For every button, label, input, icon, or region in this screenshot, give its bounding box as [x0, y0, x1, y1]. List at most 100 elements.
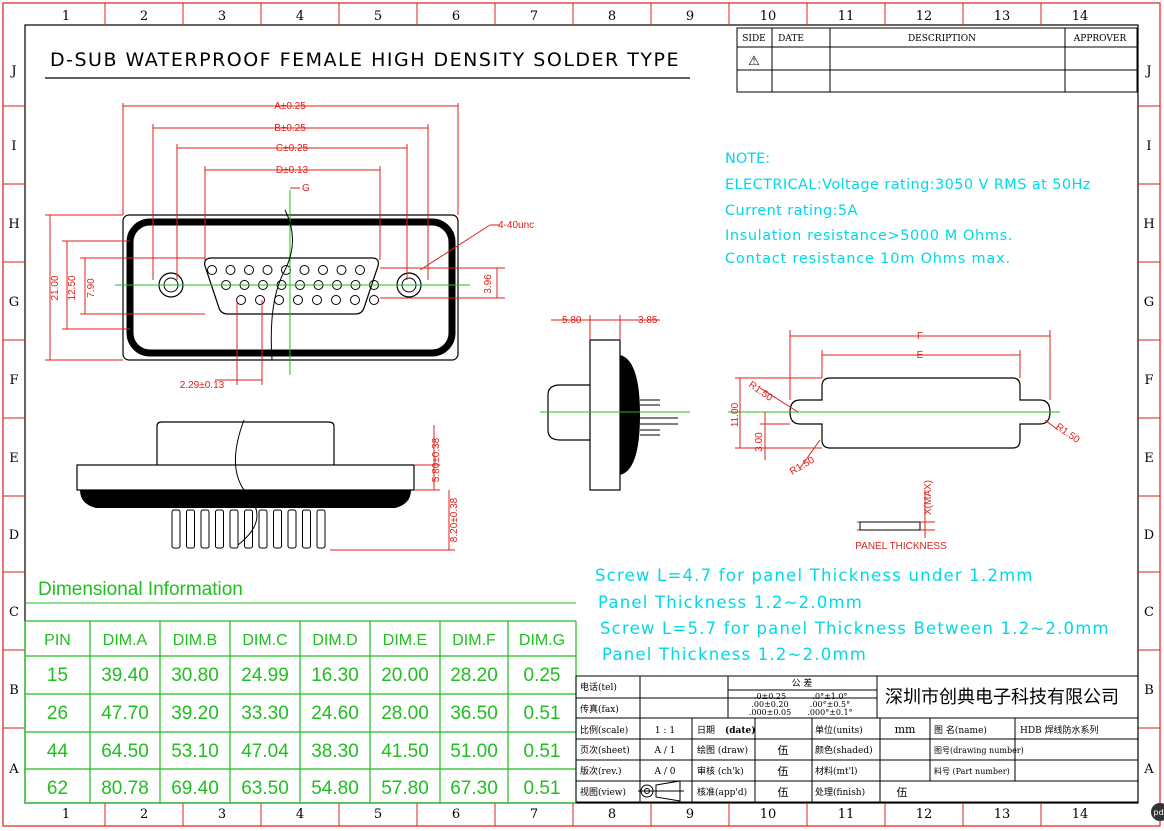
- table-cell: 47.70: [101, 703, 149, 724]
- front-view: [115, 190, 470, 375]
- contact-pin: [207, 265, 217, 275]
- dim-xmax: X(MAX): [923, 480, 934, 515]
- svg-text:C: C: [1144, 605, 1154, 620]
- svg-text:J: J: [9, 64, 16, 79]
- svg-text:D: D: [9, 528, 19, 543]
- contact-pin: [331, 295, 341, 305]
- dim-b: B±0.25: [274, 123, 306, 134]
- svg-text:4: 4: [296, 807, 304, 822]
- dim-3: 3.00: [754, 432, 765, 452]
- svg-text:14: 14: [1072, 9, 1089, 24]
- svg-text:比例(scale): 比例(scale): [580, 724, 628, 736]
- contact-pin: [318, 265, 328, 275]
- dim-r3: R1.50: [788, 455, 817, 478]
- table-header: DIM.G: [519, 632, 565, 649]
- svg-text:HDB 焊线防水系列: HDB 焊线防水系列: [1020, 724, 1099, 736]
- svg-text:Contact resistance 10m Ohms ma: Contact resistance 10m Ohms max.: [725, 251, 1011, 267]
- svg-text:伍: 伍: [897, 786, 908, 799]
- solder-leg: [244, 509, 253, 549]
- row-labels: JI HG FE DC BA JI HG FE DC BA: [8, 64, 1154, 777]
- table-cell: 67.30: [450, 778, 498, 799]
- warning-icon: ⚠: [748, 54, 760, 69]
- table-cell: 39.40: [101, 665, 149, 686]
- contact-pin: [369, 295, 379, 305]
- svg-text:.000±0.05: .000±0.05: [749, 708, 791, 717]
- svg-text:7: 7: [530, 807, 538, 822]
- contact-pin: [262, 265, 273, 275]
- svg-text:6: 6: [452, 807, 460, 822]
- svg-text:G: G: [1144, 295, 1154, 310]
- svg-text:14: 14: [1072, 807, 1089, 822]
- contact-pin: [355, 265, 365, 275]
- panel-cutout: [728, 377, 1060, 449]
- dim-d: D±0.13: [276, 165, 309, 176]
- projection-symbol-icon: [638, 780, 684, 802]
- svg-text:页次(sheet): 页次(sheet): [580, 744, 630, 756]
- inner-frame: [24, 24, 1139, 804]
- table-cell: 69.40: [171, 778, 219, 799]
- svg-text:.0°±1.0°: .0°±1.0°: [812, 692, 847, 701]
- dim-3-85: 3.85: [638, 315, 658, 326]
- svg-text:A / 1: A / 1: [654, 746, 676, 756]
- svg-text:12: 12: [916, 807, 933, 822]
- frame-ticks: [3, 3, 1160, 826]
- svg-text:B: B: [9, 683, 19, 698]
- table-cell: 24.99: [241, 665, 289, 686]
- svg-text:Screw L=5.7 for panel Thicknes: Screw L=5.7 for panel Thickness Between …: [600, 619, 1110, 638]
- svg-text:8: 8: [608, 9, 616, 24]
- screw-notes: Screw L=4.7 for panel Thickness under 1.…: [595, 566, 1110, 664]
- notes: NOTE: ELECTRICAL:Voltage rating:3050 V R…: [725, 151, 1090, 267]
- svg-text:1: 1: [62, 9, 70, 24]
- dim-5-80-tol: 5.80±0.38: [431, 437, 442, 482]
- svg-text:公 差: 公 差: [792, 677, 813, 689]
- table-cell: 36.50: [450, 703, 498, 724]
- svg-text:I: I: [1146, 139, 1151, 154]
- svg-text:伍: 伍: [778, 786, 789, 799]
- svg-text:H: H: [1143, 217, 1154, 232]
- table-cell: 41.50: [381, 741, 429, 762]
- svg-text:材料(mt'l): 材料(mt'l): [815, 765, 858, 777]
- svg-text:Current rating:5A: Current rating:5A: [725, 203, 858, 219]
- svg-text:7: 7: [530, 9, 538, 24]
- dim-a: A±0.25: [274, 101, 306, 112]
- solder-leg: [316, 509, 326, 549]
- svg-text:DATE: DATE: [778, 34, 804, 44]
- table-cell: 28.20: [450, 665, 498, 686]
- svg-text:1: 1: [62, 807, 70, 822]
- contact-pin: [299, 265, 310, 275]
- svg-text:mm: mm: [895, 723, 916, 736]
- svg-text:APPROVER: APPROVER: [1073, 34, 1127, 44]
- panel-thickness-label: PANEL THICKNESS: [855, 541, 947, 552]
- contact-pin: [274, 295, 284, 305]
- svg-text:3: 3: [218, 807, 226, 822]
- solder-leg: [302, 509, 311, 549]
- svg-text:Panel Thickness 1.2~2.0mm: Panel Thickness 1.2~2.0mm: [598, 593, 863, 612]
- svg-text:.00±0.20: .00±0.20: [751, 700, 788, 709]
- svg-text:.0±0.25: .0±0.25: [754, 692, 786, 701]
- svg-text:11: 11: [838, 9, 855, 24]
- svg-text:核准(app'd): 核准(app'd): [697, 786, 747, 798]
- svg-text:F: F: [9, 373, 18, 388]
- svg-text:pdf: pdf: [1154, 808, 1164, 817]
- svg-text:DESCRIPTION: DESCRIPTION: [908, 34, 976, 44]
- dim-5-80: 5.80: [562, 315, 582, 326]
- pdf-badge: [1151, 803, 1164, 821]
- contact-pin: [336, 265, 347, 275]
- solder-leg: [287, 509, 297, 549]
- svg-text:13: 13: [994, 807, 1011, 822]
- svg-text:I: I: [11, 139, 16, 154]
- table-cell: 57.80: [381, 778, 429, 799]
- solder-leg: [229, 509, 239, 549]
- dim-21: 21.00: [50, 275, 61, 300]
- table-cell: 0.51: [524, 741, 561, 762]
- svg-text:G: G: [9, 295, 19, 310]
- table-cell: 54.80: [311, 778, 359, 799]
- svg-text:13: 13: [994, 9, 1011, 24]
- svg-text:NOTE:: NOTE:: [725, 151, 770, 167]
- solder-leg: [186, 509, 195, 549]
- company-name: 深圳市创典电子科技有限公司: [885, 687, 1119, 708]
- svg-text:处理(finish): 处理(finish): [815, 786, 865, 798]
- svg-text:Screw L=4.7 for panel Thicknes: Screw L=4.7 for panel Thickness under 1.…: [595, 566, 1034, 585]
